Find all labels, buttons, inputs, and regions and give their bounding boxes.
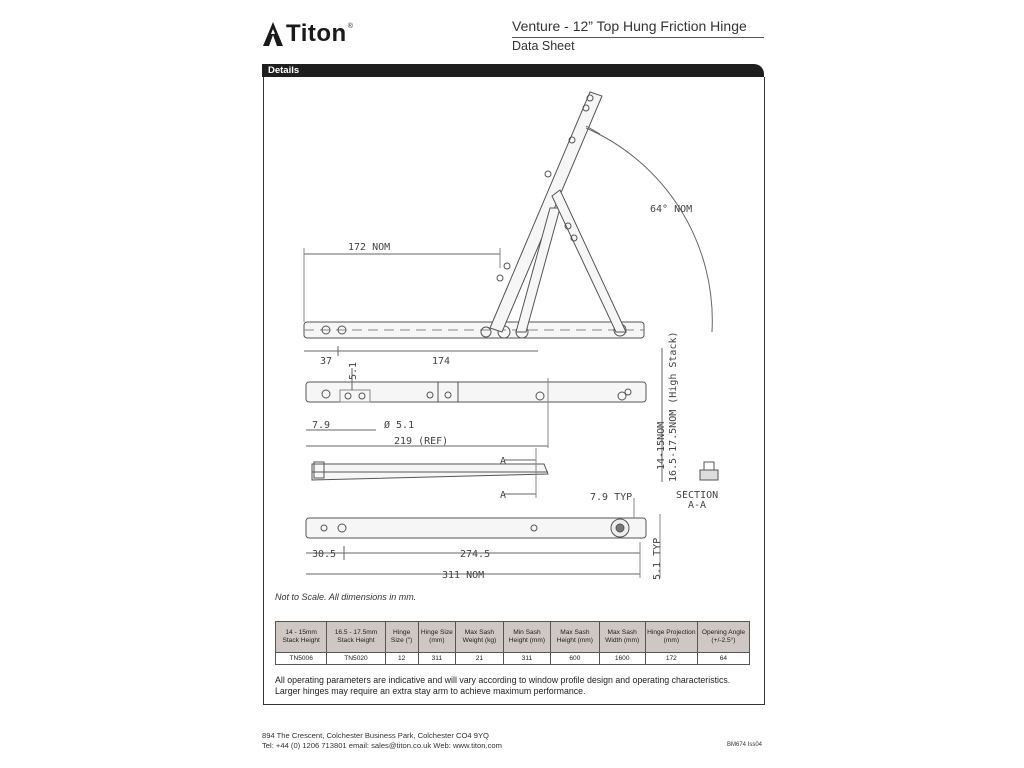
hole-diameter: Ø 5.1	[384, 419, 414, 431]
header-max-sash-width: Max Sash Width (mm)	[598, 621, 646, 653]
header-hinge-size-mm: Hinge Size (mm)	[417, 621, 457, 653]
dimension-5-1: 5.1	[348, 362, 359, 380]
hinge-technical-drawing: 64° NOM 172 NOM 37 174 5.1 7.9 Ø 5.1 219…	[303, 91, 719, 581]
header-max-sash-weight: Max Sash Weight (kg)	[455, 621, 504, 653]
section-label: SECTION	[676, 490, 718, 501]
typical-7-9: 7.9 TYP	[590, 492, 632, 503]
footer-contact: Tel: +44 (0) 1206 713801 email: sales@ti…	[262, 741, 502, 750]
top-plate-view	[305, 368, 647, 448]
header-min-sash-height: Min Sash Height (mm)	[502, 621, 552, 653]
dimension-274-5: 274.5	[460, 549, 490, 560]
cell-max-sash-width: 1600	[598, 652, 646, 665]
section-marker-a-bottom: A	[500, 490, 506, 501]
cell-min-sash-height: 311	[502, 652, 552, 665]
dimension-172: 172 NOM	[348, 242, 390, 253]
nominal-311: 311 NOM	[442, 570, 484, 581]
cell-stack-14-15: TN5006	[274, 652, 328, 665]
page-subtitle: Data Sheet	[512, 39, 575, 53]
cell-max-sash-height: 600	[550, 652, 600, 665]
stack-height-standard: 14-15NOM	[656, 422, 667, 470]
dimension-30-5: 30.5	[312, 549, 336, 560]
cell-hinge-size-mm: 311	[417, 652, 457, 665]
dimension-7-9: 7.9	[312, 420, 330, 431]
cell-opening-angle: 64	[696, 652, 751, 665]
section-aa-view	[699, 461, 719, 481]
side-profile-view	[311, 448, 549, 498]
reference-219: 219 (REF)	[394, 436, 448, 447]
footer-address: 894 The Crescent, Colchester Business Pa…	[262, 731, 489, 740]
details-section-header: Details	[262, 64, 764, 77]
dimension-37: 37	[320, 356, 332, 367]
cell-max-sash-weight: 21	[455, 652, 504, 665]
cell-hinge-size-in: 12	[384, 652, 419, 665]
table-header-row: 14 - 15mm Stack Height 16.5 - 17.5mm Sta…	[274, 621, 751, 653]
header-stack-14-15: 14 - 15mm Stack Height	[274, 621, 328, 653]
titon-logo-icon	[263, 22, 283, 46]
header-max-sash-height: Max Sash Height (mm)	[550, 621, 600, 653]
dimension-174: 174	[432, 356, 450, 367]
hinge-spec-table: 14 - 15mm Stack Height 16.5 - 17.5mm Sta…	[274, 621, 751, 665]
brand-name: Titon	[286, 20, 347, 47]
table-row: TN5006 TN5020 12 311 21 311 600 1600 172…	[274, 652, 751, 665]
cell-hinge-projection: 172	[644, 652, 698, 665]
header-hinge-projection: Hinge Projection (mm)	[644, 621, 698, 653]
angle-dimension: 64° NOM	[650, 204, 692, 215]
open-hinge-view	[303, 91, 713, 356]
page-title: Venture - 12” Top Hung Friction Hinge	[512, 18, 747, 34]
section-label-aa: A-A	[688, 500, 706, 511]
cell-stack-16-17: TN5020	[326, 652, 386, 665]
section-marker-a-top: A	[500, 456, 506, 467]
header-hinge-size-in: Hinge Size (")	[384, 621, 419, 653]
header-opening-angle: Opening Angle (+/-2.5°)	[696, 621, 751, 653]
bottom-plate-view	[305, 498, 661, 578]
header-stack-16-17: 16.5 - 17.5mm Stack Height	[326, 621, 386, 653]
title-divider	[512, 37, 764, 38]
details-section	[263, 77, 765, 705]
stack-height-high: 16.5-17.5NOM (High Stack)	[668, 331, 679, 482]
scale-note: Not to Scale. All dimensions in mm.	[275, 592, 417, 602]
registered-mark: ®	[347, 22, 353, 30]
document-code: BM674 Iss04	[727, 742, 763, 748]
operating-disclaimer: All operating parameters are indicative …	[275, 675, 731, 696]
details-label: Details	[268, 65, 300, 76]
typical-5-1: 5.1 TYP	[652, 538, 663, 580]
titon-logo: Titon ®	[262, 20, 353, 48]
